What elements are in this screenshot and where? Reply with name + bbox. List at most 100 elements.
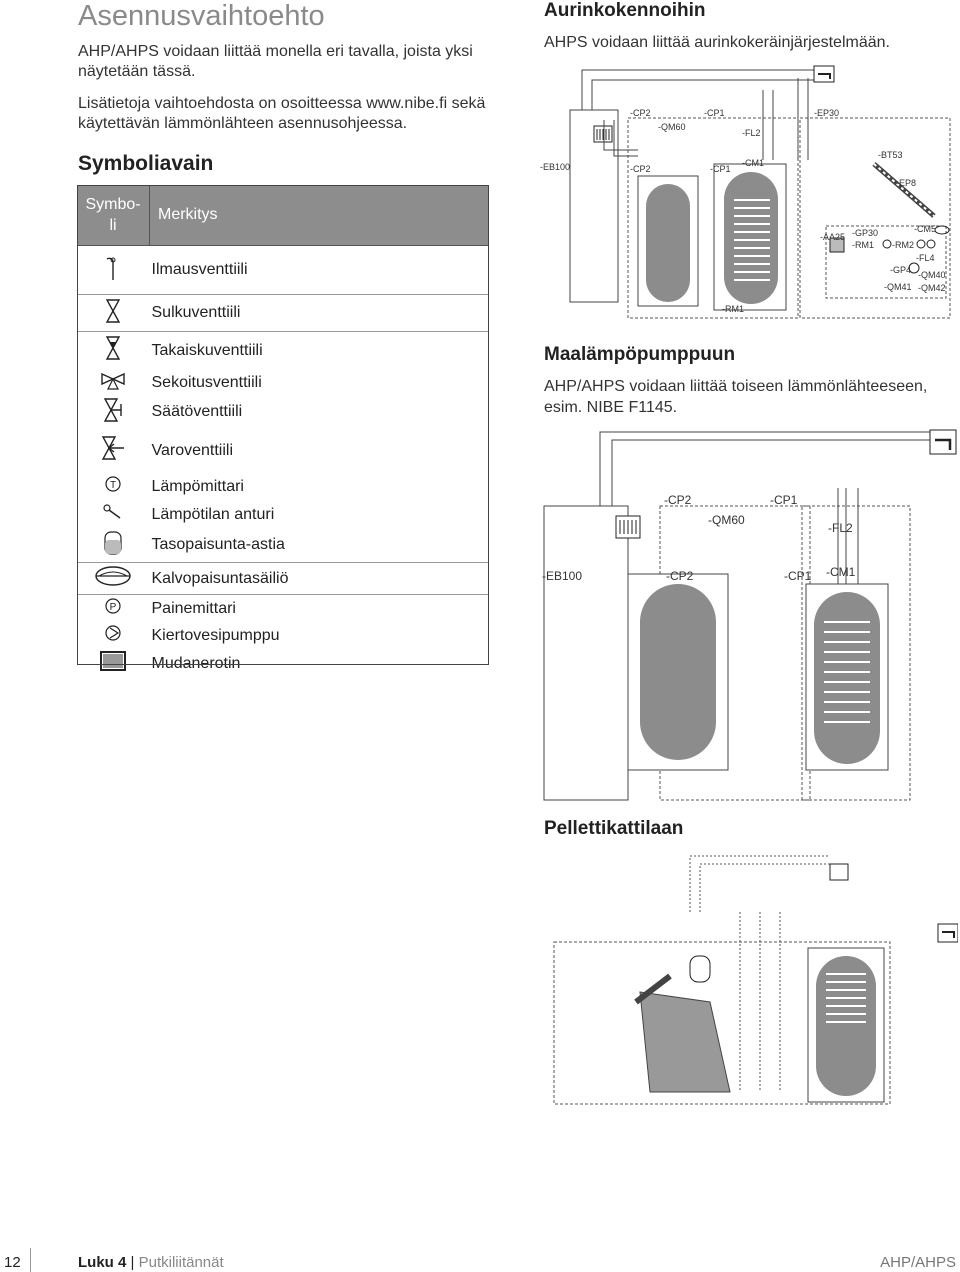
legend-label: Lämpömittari: [151, 477, 244, 495]
expansion-tank: [689, 955, 711, 983]
label-cp2: -CP2: [630, 164, 651, 174]
legend-row: Tasopaisunta-astia: [77, 528, 489, 563]
label-bt53: -BT53: [878, 150, 903, 160]
solar-title: Aurinkokennoihin: [544, 0, 706, 21]
ground-text: AHP/AHPS voidaan liittää toiseen lämmönl…: [544, 378, 928, 416]
symbol-legend-table: Symbo-li Merkitys Ilmausventtiili Sulkuv…: [77, 185, 489, 679]
temperature-sensor-icon: [103, 504, 121, 519]
label-qm42: -QM42: [918, 283, 946, 293]
hot-water-tank: [724, 172, 778, 304]
pressure-gauge-icon: P: [105, 598, 121, 614]
thermometer-icon: T: [105, 476, 121, 492]
label-cp2: -CP2: [664, 493, 692, 507]
shutoff-valve-icon: [106, 298, 121, 323]
tap-icon: [929, 429, 957, 455]
section-name: Putkiliitännät: [138, 1254, 224, 1271]
col-symbol-header: Symbo-li: [77, 185, 150, 246]
label-cp2: -CP2: [630, 108, 651, 118]
legend-row: Kalvopaisuntasäiliö: [77, 562, 489, 595]
legend-label: Kiertovesipumppu: [151, 626, 280, 644]
label-aa25: -AA25: [820, 232, 845, 242]
label-rm1: -RM1: [722, 304, 744, 314]
label-cp1: -CP1: [784, 569, 812, 583]
label-qm60: -QM60: [708, 513, 745, 527]
legend-row: Ilmausventtiili: [77, 245, 489, 295]
svg-text:T: T: [110, 480, 116, 491]
legend-row: Mudanerotin: [77, 649, 489, 679]
pellet-diagram: [553, 855, 958, 1105]
legend-row: Kiertovesipumppu: [77, 623, 489, 649]
dirt-separator-icon: [100, 651, 127, 671]
label-cp1: -CP1: [704, 108, 725, 118]
heat-pump-unit: [543, 505, 629, 801]
label-eb100: -EB100: [540, 162, 570, 172]
legend-label: Painemittari: [151, 599, 236, 617]
legend-label: Takaiskuventtiili: [151, 341, 263, 359]
intro-paragraph-1: AHP/AHPS voidaan liittää monella eri tav…: [78, 43, 473, 80]
air-valve-icon: [106, 257, 116, 280]
legend-label: Sulkuventtiili: [149, 294, 489, 332]
buffer-tank: [646, 184, 690, 302]
page-title: Asennusvaihtoehto: [78, 0, 325, 32]
footer: 12 Luku 4 | Putkiliitännät AHP/AHPS: [0, 1248, 960, 1272]
hot-water-tank: [814, 592, 880, 764]
mixing-valve-icon: [101, 372, 125, 390]
legend-label: Lämpötilan anturi: [151, 505, 275, 523]
label-cp2: -CP2: [666, 569, 694, 583]
legend-row: Varoventtiili: [77, 429, 489, 473]
legend-label: Varoventtiili: [151, 441, 234, 459]
chapter-separator: |: [130, 1254, 135, 1271]
chapter-label: Luku 4 | Putkiliitännät: [78, 1254, 224, 1271]
legend-label: Säätöventtiili: [151, 403, 243, 420]
pellet-title: Pellettikattilaan: [544, 818, 684, 839]
label-fl2: -FL2: [828, 521, 853, 535]
label-qm40: -QM40: [918, 270, 946, 280]
legend-label: Ilmausventtiili: [149, 245, 489, 295]
circulation-pump-icon: [105, 625, 121, 641]
intro-paragraph-2: Lisätietoja vaihtoehdosta on osoitteessa…: [78, 95, 486, 132]
brand-label: AHP/AHPS: [880, 1254, 956, 1271]
legend-label: Sekoitusventtiili: [151, 373, 262, 391]
solar-text: AHPS voidaan liittää aurinkokeräinjärjes…: [544, 34, 890, 51]
intro-text: AHP/AHPS voidaan liittää monella eri tav…: [78, 42, 488, 146]
radiator-icon: [829, 863, 849, 881]
control-valve-icon: [104, 397, 122, 422]
label-ep8: -EP8: [896, 178, 916, 188]
legend-row: Lämpötilan anturi: [77, 501, 489, 529]
label-qm60: -QM60: [658, 122, 686, 132]
pellet-boiler: [639, 991, 731, 1093]
col-meaning-header: Merkitys: [149, 185, 489, 246]
label-gp4: -GP4: [890, 265, 911, 275]
level-expansion-tank-icon: [104, 531, 122, 555]
label-fl2: -FL2: [742, 128, 761, 138]
legend-row: Sekoitusventtiili: [77, 370, 489, 396]
label-cp1: -CP1: [770, 493, 798, 507]
hot-water-tank: [816, 956, 876, 1096]
label-gp30: -GP30: [852, 228, 878, 238]
legend-label: Mudanerotin: [151, 654, 241, 672]
ground-title: Maalämpöpumppuun: [544, 344, 736, 365]
legend-row: T Lämpömittari: [77, 473, 489, 501]
label-fl4: -FL4: [916, 253, 935, 263]
page-number: 12: [4, 1254, 21, 1271]
svg-text:P: P: [110, 602, 117, 613]
legend-row: Takaiskuventtiili: [77, 332, 489, 370]
label-ep30: -EP30: [814, 108, 839, 118]
solar-diagram: -EB100 -CP2 -CP2 -QM60 -CP1 -CP1 -FL2 -C…: [540, 65, 951, 319]
diaphragm-expansion-vessel-icon: [95, 566, 131, 586]
ground-source-diagram: -EB100 -CP2 -CP2 -QM60 -CP1 -CP1 -FL2 -C…: [542, 429, 957, 801]
check-valve-icon: [106, 336, 121, 360]
legend-row: Sulkuventtiili: [77, 294, 489, 332]
label-qm41: -QM41: [884, 282, 912, 292]
label-cm5: -CM5: [914, 224, 936, 234]
legend-heading: Symboliavain: [78, 152, 214, 175]
label-rm1: -RM1: [852, 240, 874, 250]
label-eb100: -EB100: [542, 569, 582, 583]
buffer-tank: [640, 584, 716, 760]
label-cm1: -CM1: [826, 565, 856, 579]
safety-valve-icon: [102, 436, 125, 460]
legend-label: Tasopaisunta-astia: [149, 528, 489, 563]
chapter-name: Luku 4: [78, 1254, 127, 1271]
legend-row: Säätöventtiili: [77, 396, 489, 429]
legend-row: P Painemittari: [77, 595, 489, 623]
